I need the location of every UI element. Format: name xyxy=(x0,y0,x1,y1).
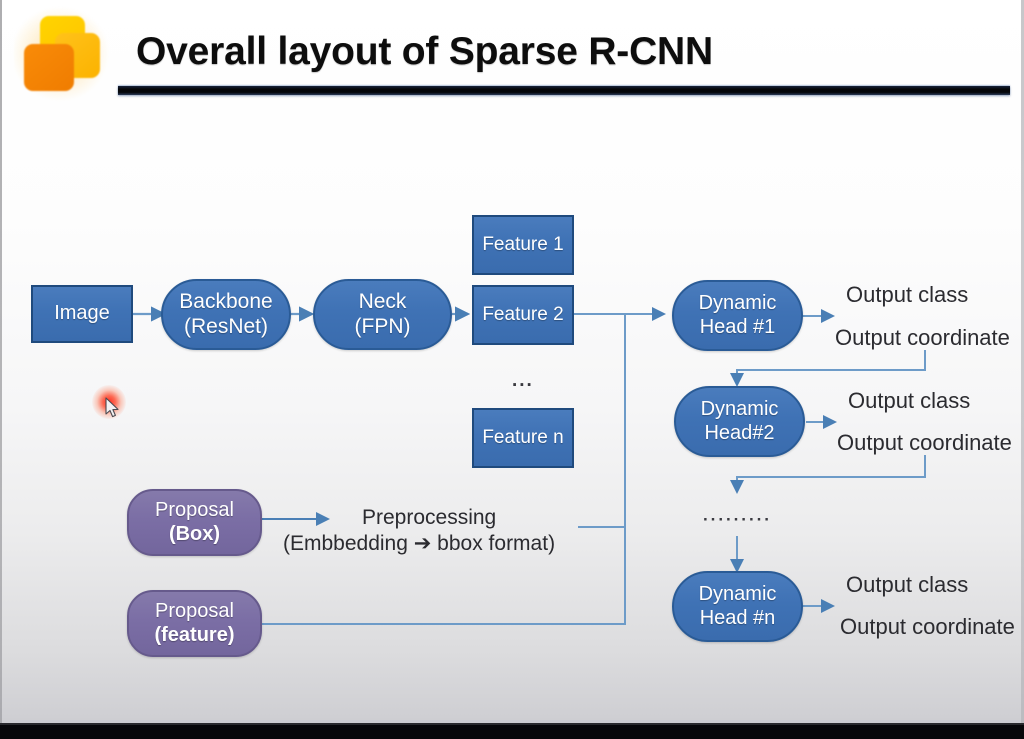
node-proposal-feature-label-line2: (feature) xyxy=(154,623,235,646)
node-proposal-box-label-line2: (Box) xyxy=(168,522,221,545)
node-image[interactable]: Image xyxy=(31,285,133,343)
node-proposal-box[interactable]: Proposal (Box) xyxy=(127,489,262,556)
output-class-head-1: Output class xyxy=(846,282,969,307)
output-class-head-n: Output class xyxy=(846,572,969,597)
node-neck-label-line2: (FPN) xyxy=(354,314,411,338)
node-backbone-label-line1: Backbone xyxy=(179,290,273,314)
output-coordinate-head-2: Output coordinate xyxy=(837,430,1012,455)
node-feature-2[interactable]: Feature 2 xyxy=(472,285,574,345)
node-image-label: Image xyxy=(54,302,110,325)
preprocessing-label-line2: (Embbedding ➔ bbox format) xyxy=(283,532,556,555)
preprocessing-label-line1: Preprocessing xyxy=(362,506,497,529)
node-dynamic-head-1-label-line1: Dynamic xyxy=(698,292,777,315)
node-proposal-box-label-line1: Proposal xyxy=(155,499,234,522)
node-dynamic-head-n-label-line1: Dynamic xyxy=(698,583,777,606)
logo-square-orange xyxy=(24,44,74,91)
node-backbone[interactable]: Backbone (ResNet) xyxy=(161,279,291,350)
node-dynamic-head-n[interactable]: Dynamic Head #n xyxy=(672,571,803,642)
title-underline-rule xyxy=(118,86,1010,95)
heads-ellipsis: ········· xyxy=(703,510,772,529)
frame-edge-left xyxy=(0,0,2,739)
stacked-squares-logo xyxy=(14,6,110,102)
node-neck-label-line1: Neck xyxy=(358,290,407,314)
video-letterbox-bottom xyxy=(0,723,1024,739)
node-dynamic-head-n-label-line2: Head #n xyxy=(699,606,776,629)
mouse-cursor xyxy=(92,385,136,429)
features-ellipsis: ... xyxy=(512,370,534,391)
node-dynamic-head-2[interactable]: Dynamic Head#2 xyxy=(674,386,805,457)
node-dynamic-head-2-label-line2: Head#2 xyxy=(704,421,775,444)
output-coordinate-head-1: Output coordinate xyxy=(835,325,1010,350)
node-feature-2-label: Feature 2 xyxy=(482,303,564,325)
node-proposal-feature-label-line1: Proposal xyxy=(155,600,234,623)
node-feature-1-label: Feature 1 xyxy=(482,233,564,255)
node-proposal-feature[interactable]: Proposal (feature) xyxy=(127,590,262,657)
output-coordinate-head-n: Output coordinate xyxy=(840,614,1015,639)
node-dynamic-head-1[interactable]: Dynamic Head #1 xyxy=(672,280,803,351)
node-dynamic-head-1-label-line2: Head #1 xyxy=(699,315,776,338)
cursor-arrow-icon xyxy=(105,397,119,418)
node-feature-n[interactable]: Feature n xyxy=(472,408,574,468)
output-class-head-2: Output class xyxy=(848,388,971,413)
page-title: Overall layout of Sparse R-CNN xyxy=(136,30,713,73)
node-dynamic-head-2-label-line1: Dynamic xyxy=(700,398,779,421)
node-feature-1[interactable]: Feature 1 xyxy=(472,215,574,275)
node-feature-n-label: Feature n xyxy=(482,426,564,448)
frame-edge-right xyxy=(1021,0,1024,739)
node-backbone-label-line2: (ResNet) xyxy=(183,314,268,338)
node-neck[interactable]: Neck (FPN) xyxy=(313,279,452,350)
